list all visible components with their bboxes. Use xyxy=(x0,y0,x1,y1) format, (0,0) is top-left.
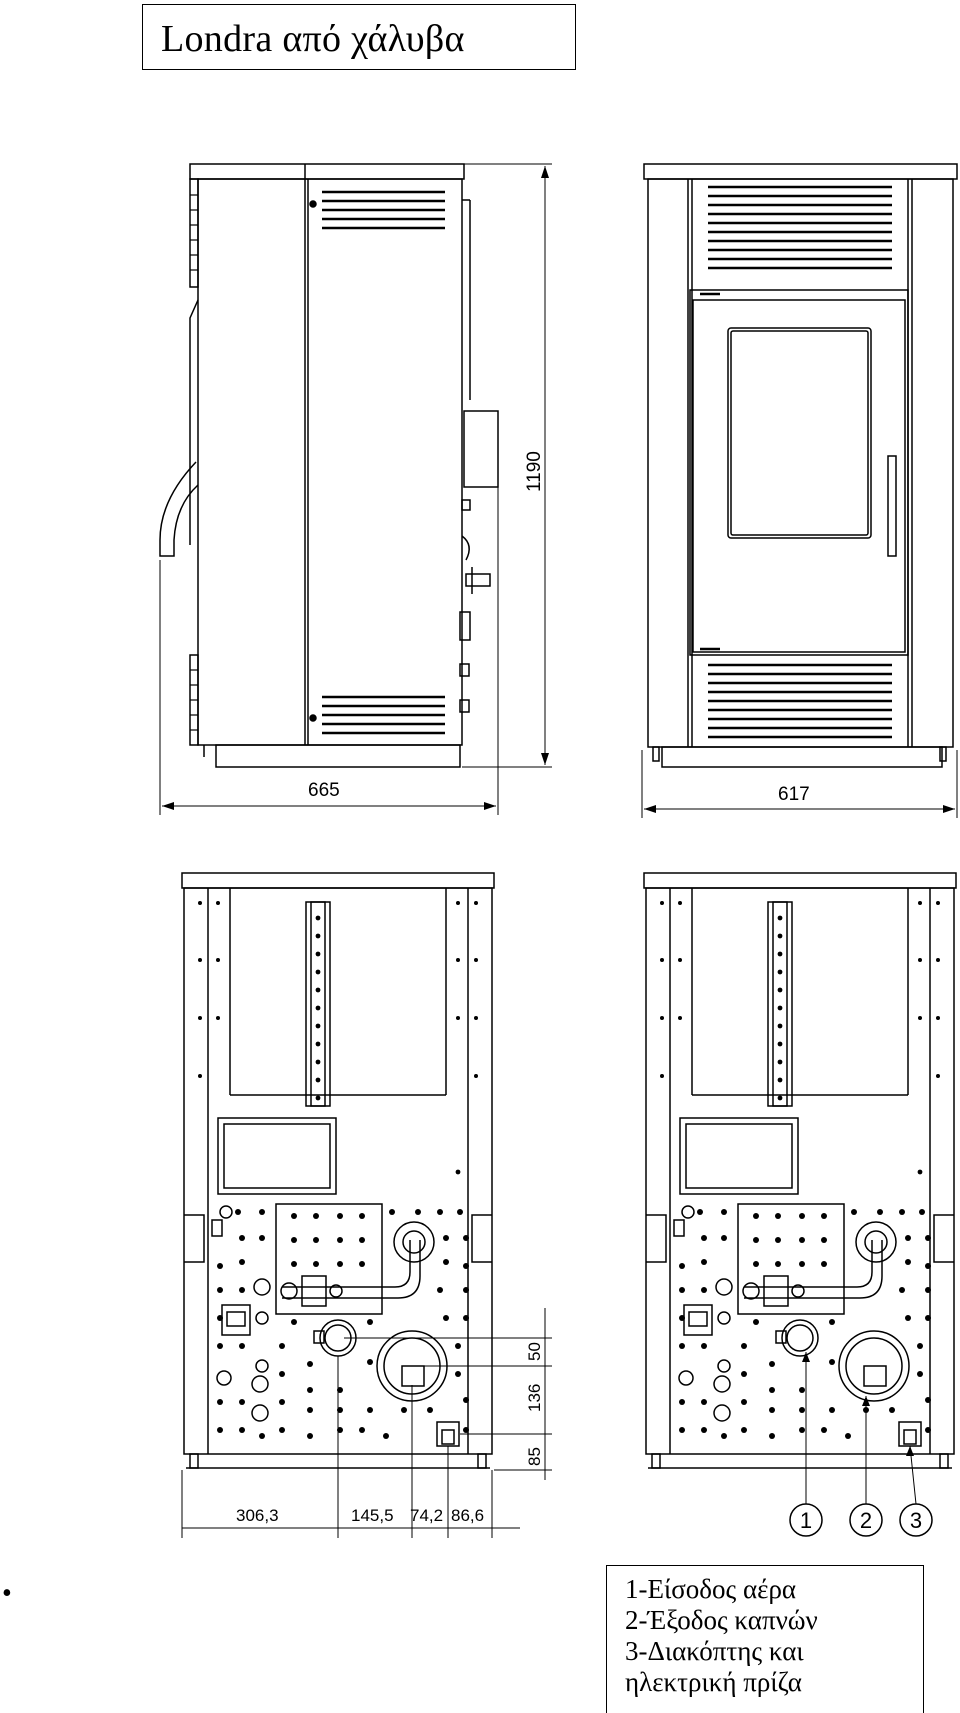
dim-rear-h2: 145,5 xyxy=(351,1506,394,1525)
dim-rear-v1: 50 xyxy=(525,1342,544,1361)
callout-label-2: 2 xyxy=(860,1508,872,1533)
front-view xyxy=(641,163,958,818)
dim-rear-h4: 86,6 xyxy=(451,1506,484,1525)
callout-circle-3 xyxy=(899,1503,933,1537)
callout-label-1: 1 xyxy=(800,1508,812,1533)
side-view xyxy=(159,163,552,815)
callout-circle-2 xyxy=(849,1503,883,1537)
legend-box: 1-Είσοδος αέρα 2-Έξοδος καπνών 3-Διακόπτ… xyxy=(606,1565,924,1713)
rear-view-labelled xyxy=(643,872,957,1537)
dim-rear-v2: 136 xyxy=(525,1384,544,1412)
dim-rear-h3: 74,2 xyxy=(410,1506,443,1525)
dim-front-width: 617 xyxy=(778,784,810,805)
page-title: Londra από χάλυβα xyxy=(161,18,465,60)
legend-item-switch: 3-Διακόπτης και xyxy=(625,1636,804,1666)
rear-hole-pattern-right xyxy=(660,901,940,1439)
dim-side-depth: 665 xyxy=(308,780,340,801)
dim-side-height: 1190 xyxy=(524,451,545,492)
bullet-point: • xyxy=(2,1578,12,1609)
dim-rear-h1: 306,3 xyxy=(236,1506,279,1525)
dim-rear-v3: 85 xyxy=(525,1447,544,1466)
legend-item-flue-outlet: 2-Έξοδος καπνών xyxy=(625,1605,818,1635)
rear-hole-pattern-left xyxy=(198,901,478,1439)
rear-view-dimensioned xyxy=(181,872,552,1538)
legend-item-socket: ηλεκτρική πρίζα xyxy=(625,1667,802,1697)
callout-label-3: 3 xyxy=(910,1508,922,1533)
callout-circle-1 xyxy=(789,1503,823,1537)
title-box: Londra από χάλυβα xyxy=(142,4,576,70)
legend-item-air-inlet: 1-Είσοδος αέρα xyxy=(625,1574,797,1604)
